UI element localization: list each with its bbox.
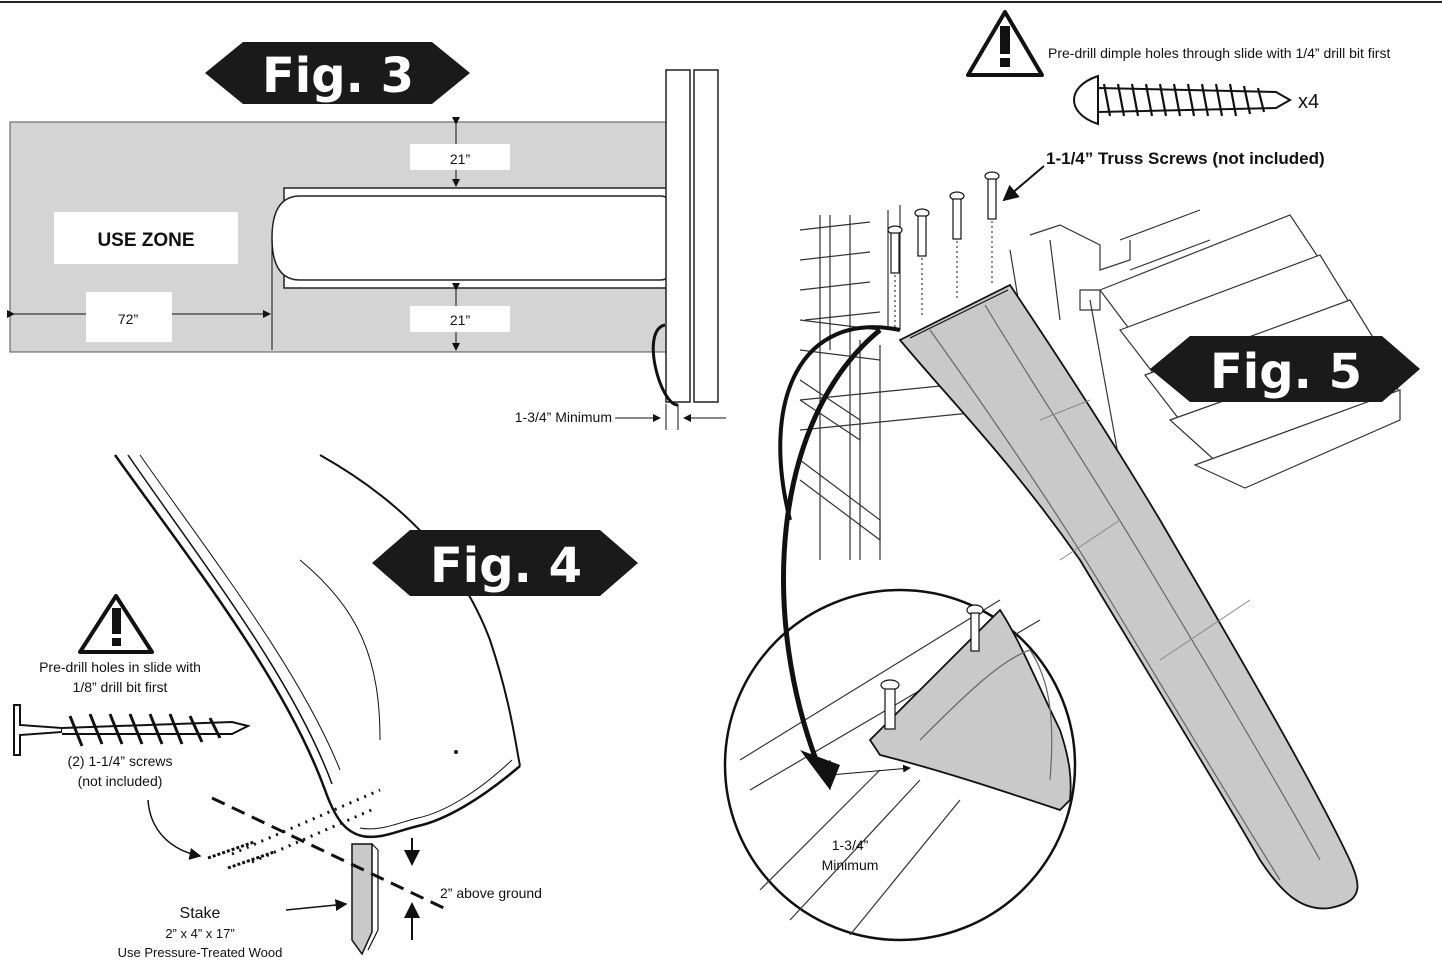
fig3-dim-bottom: 21” <box>450 312 471 328</box>
fig5-title: Fig. 5 <box>1210 344 1362 400</box>
dim-bottom-box <box>410 306 510 332</box>
slide-lip-inner <box>359 759 513 830</box>
fig4-warning-line1: Pre-drill holes in slide with <box>39 659 201 675</box>
detail-slide <box>868 608 1072 812</box>
stake <box>351 843 373 956</box>
fig5-min-line1: 1-3/4” <box>832 837 869 853</box>
screw-small-1 <box>207 840 255 860</box>
screw-callout-arrow <box>147 799 202 860</box>
deck-post-right <box>693 69 719 403</box>
truss-screws <box>887 171 1000 274</box>
use-zone-label: USE ZONE <box>97 230 194 251</box>
slide-rim <box>319 454 521 767</box>
fig3-min-label: 1-3/4” Minimum <box>515 409 612 425</box>
fig4-warning-icon <box>78 594 154 654</box>
dim-top-box <box>410 144 510 170</box>
slide-bed <box>271 195 671 281</box>
deck-post-left <box>665 69 691 403</box>
slide-edge-inner2 <box>139 454 341 771</box>
fig4-warning-line2: 1/8” drill bit first <box>73 679 168 695</box>
fig4-stake-note: Use Pressure-Treated Wood <box>118 945 283 960</box>
screw-path-2 <box>251 806 377 864</box>
fig3-title: Fig. 3 <box>262 48 414 104</box>
fig5-banner <box>1150 336 1420 402</box>
fig4-ground-label: 2” above ground <box>440 885 542 901</box>
wood-screw <box>13 704 251 756</box>
fig3-banner <box>205 42 470 104</box>
fig5-quantity: x4 <box>1298 91 1319 113</box>
fig4-stake-title: Stake <box>180 905 221 922</box>
slide-contour <box>299 559 381 741</box>
slide-lip-bottom <box>361 765 521 839</box>
slide-main <box>898 283 1359 910</box>
dim-left-box <box>86 292 172 342</box>
screw-small-2 <box>227 850 275 870</box>
fig4-title: Fig. 4 <box>430 538 582 594</box>
fig4-banner <box>372 530 638 596</box>
fig3-dim-top: 21” <box>450 151 471 167</box>
fig4-diagram <box>13 454 521 956</box>
use-zone-box <box>54 212 238 264</box>
fig5-min-line2: Minimum <box>822 857 879 873</box>
fig5-warning-icon <box>966 10 1044 77</box>
screw-path-1 <box>231 788 381 856</box>
fig4-screws-line1: (2) 1-1/4” screws <box>67 753 172 769</box>
fig3-diagram <box>7 69 726 430</box>
fig4-stake-size: 2” x 4” x 17” <box>165 926 234 941</box>
fig3-dim-left: 72” <box>118 311 139 327</box>
truss-screw-icon <box>1072 74 1293 126</box>
fig5-warning: Pre-drill dimple holes through slide wit… <box>1048 45 1390 61</box>
detail-arrow-curve <box>778 325 901 521</box>
fig4-screws-line2: (not included) <box>78 773 163 789</box>
slide-edge-inner <box>127 454 333 785</box>
fig5-truss-label: 1-1/4” Truss Screws (not included) <box>1046 149 1325 168</box>
